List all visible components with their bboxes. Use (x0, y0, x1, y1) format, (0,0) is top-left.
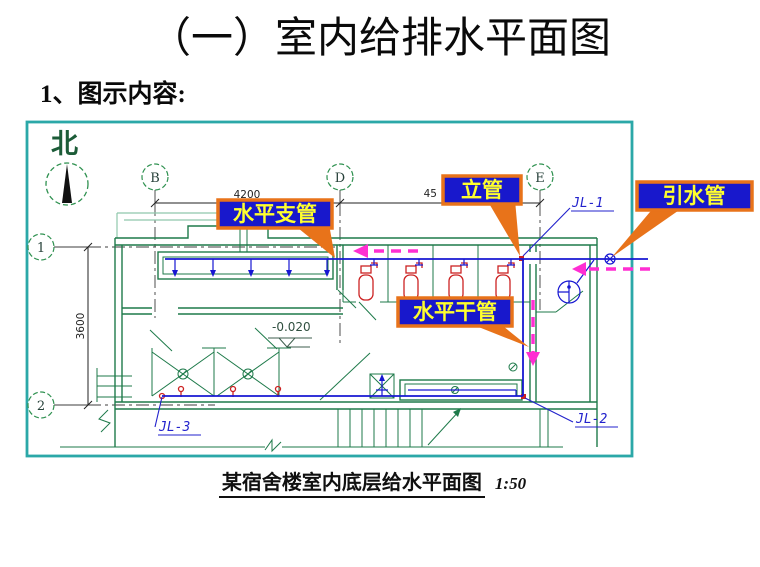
grid-bubble-1 (27, 233, 55, 261)
north-label: 北 (51, 129, 78, 159)
grid-bubble-d (326, 163, 354, 191)
grid-bubble-d-label: D (335, 171, 345, 186)
grid-bubble-e (526, 163, 554, 191)
elevation-value: -0.020 (272, 320, 311, 334)
squat-toilet (358, 262, 378, 301)
riser-label-jl3: JL-3 (158, 420, 190, 435)
trough-tap-arrows (172, 259, 330, 277)
grid-bubble-b (141, 163, 169, 191)
page-subtitle: 1、图示内容: (40, 81, 186, 108)
callout-label: 引水管 (663, 184, 726, 208)
mop-basin-tap (376, 374, 388, 396)
water-piping (162, 253, 648, 397)
callouts: 水平支管 立管 引水管 水平干管 (216, 174, 754, 347)
callout-inlet-pipe: 引水管 (612, 180, 754, 257)
compass-icon (45, 162, 89, 206)
toilet-branches (370, 259, 515, 266)
riser-label-jl1: JL-1 (571, 196, 603, 211)
callout-label: 水平支管 (233, 202, 317, 226)
caption-text: 某宿舍楼室内底层给水平面图 (218, 472, 485, 498)
dim-bay-bd: 4200 (234, 189, 261, 201)
grid-bubble-2-label: 2 (37, 399, 45, 414)
callout-horizontal-branch-pipe: 水平支管 (216, 198, 335, 258)
page-title: （一）室内给排水平面图 (148, 16, 611, 62)
callout-label: 水平干管 (413, 300, 497, 324)
elevation-marker: -0.020 (268, 320, 312, 348)
north-indicator: 北 (45, 129, 89, 206)
flow-arrow-down (526, 352, 540, 366)
callout-horizontal-main-pipe: 水平干管 (396, 296, 529, 347)
flow-arrows (353, 244, 650, 366)
dim-depth-12: 3600 (75, 313, 87, 340)
callout-riser-pipe: 立管 (441, 174, 523, 256)
caption-scale: 1:50 (494, 474, 527, 493)
riser-labels: JL-1 JL-2 JL-3 (154, 196, 618, 436)
flow-arrow-inlet (572, 262, 586, 276)
grid-bubble-e-label: E (535, 171, 545, 186)
grid-bubble-1-label: 1 (37, 241, 45, 256)
riser-label-jl2: JL-2 (575, 412, 607, 427)
grid-system: B D E 1 2 4200 45 3600 (27, 163, 554, 419)
trough-pipe (408, 389, 517, 396)
dim-bay-de: 45 (424, 188, 437, 200)
jl2-junction-dot (521, 394, 526, 399)
drawing-caption: 某宿舍楼室内底层给水平面图 1:50 (0, 466, 745, 498)
flow-arrow-left (353, 244, 368, 258)
grid-bubble-b-label: B (150, 171, 160, 186)
callout-label: 立管 (461, 178, 503, 202)
grid-bubble-2 (27, 391, 55, 419)
compass-needle (62, 164, 72, 203)
